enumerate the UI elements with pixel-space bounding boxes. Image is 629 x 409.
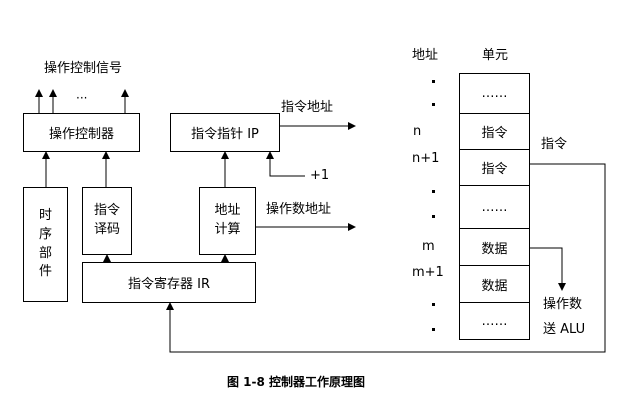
- timing-unit-char-1: 时: [38, 207, 52, 223]
- memory-cell-text: ……: [481, 86, 508, 101]
- memory-cell-text: 指令: [481, 162, 508, 177]
- instruction-decoder-line-2: 译码: [93, 222, 120, 237]
- instruction-side-label: 指令: [541, 137, 568, 152]
- memory-cell-text: ……: [481, 313, 508, 329]
- address-ellipsis-dot: [432, 103, 435, 106]
- operation-controller-label: 操作控制器: [48, 127, 114, 142]
- instruction-decoder-box: 指令 译码: [82, 187, 132, 255]
- instruction-register-label: 指令寄存器 IR: [128, 277, 210, 292]
- address-ellipsis-dot: [432, 190, 435, 193]
- data-to-alu-arrow: [530, 247, 566, 291]
- signals-ellipsis: ···: [76, 91, 88, 105]
- timing-unit-char-4: 件: [38, 264, 52, 280]
- address-ellipsis-dot: [432, 215, 435, 218]
- memory-address-header: 地址: [412, 48, 439, 63]
- address-label-n-plus-1: n+1: [412, 151, 440, 166]
- address-ellipsis-dot: [432, 328, 435, 331]
- memory-cell-text: 指令: [481, 126, 508, 141]
- instruction-decoder-line-1: 指令: [93, 203, 120, 219]
- timing-unit-char-3: 部: [38, 245, 52, 261]
- memory-cell-text: ……: [481, 199, 508, 215]
- memory-cell-text: 数据: [481, 278, 508, 294]
- instruction-pointer-box: 指令指针 IP: [170, 113, 280, 152]
- memory-cell: 指令: [459, 149, 530, 186]
- operand-address-label: 操作数地址: [266, 202, 332, 217]
- address-calc-line-1: 地址: [214, 203, 241, 219]
- operand-side-label: 操作数: [543, 297, 583, 312]
- memory-cell: ……: [459, 302, 530, 340]
- memory-cell: 指令: [459, 113, 530, 150]
- control-signals-label: 操作控制信号: [44, 61, 123, 76]
- memory-cell: 数据: [459, 265, 530, 303]
- operation-controller-box: 操作控制器: [23, 113, 140, 152]
- figure-caption: 图 1-8 控制器工作原理图: [227, 375, 366, 389]
- instruction-address-label: 指令地址: [281, 100, 334, 115]
- memory-cell: ……: [459, 185, 530, 229]
- increment-arrow: [266, 151, 305, 177]
- memory-cell: ……: [459, 73, 530, 114]
- instruction-fetch-line: [166, 163, 606, 353]
- to-alu-label: 送 ALU: [543, 322, 586, 337]
- address-label-m-plus-1: m+1: [412, 265, 444, 280]
- address-label-m: m: [422, 239, 435, 254]
- instruction-pointer-label: 指令指针 IP: [191, 127, 259, 142]
- address-calc-line-2: 计算: [214, 222, 241, 237]
- instruction-register-box: 指令寄存器 IR: [82, 262, 256, 303]
- memory-unit-header: 单元: [482, 48, 509, 63]
- timing-unit-box: 时 序 部 件: [23, 187, 68, 302]
- memory-cell: 数据: [459, 228, 530, 266]
- address-ellipsis-dot: [432, 80, 435, 83]
- address-ellipsis-dot: [432, 303, 435, 306]
- address-label-n: n: [413, 124, 422, 139]
- address-calc-box: 地址 计算: [199, 187, 256, 255]
- memory-cell-text: 数据: [481, 241, 508, 257]
- increment-label: +1: [310, 168, 330, 183]
- timing-unit-char-2: 序: [38, 226, 52, 242]
